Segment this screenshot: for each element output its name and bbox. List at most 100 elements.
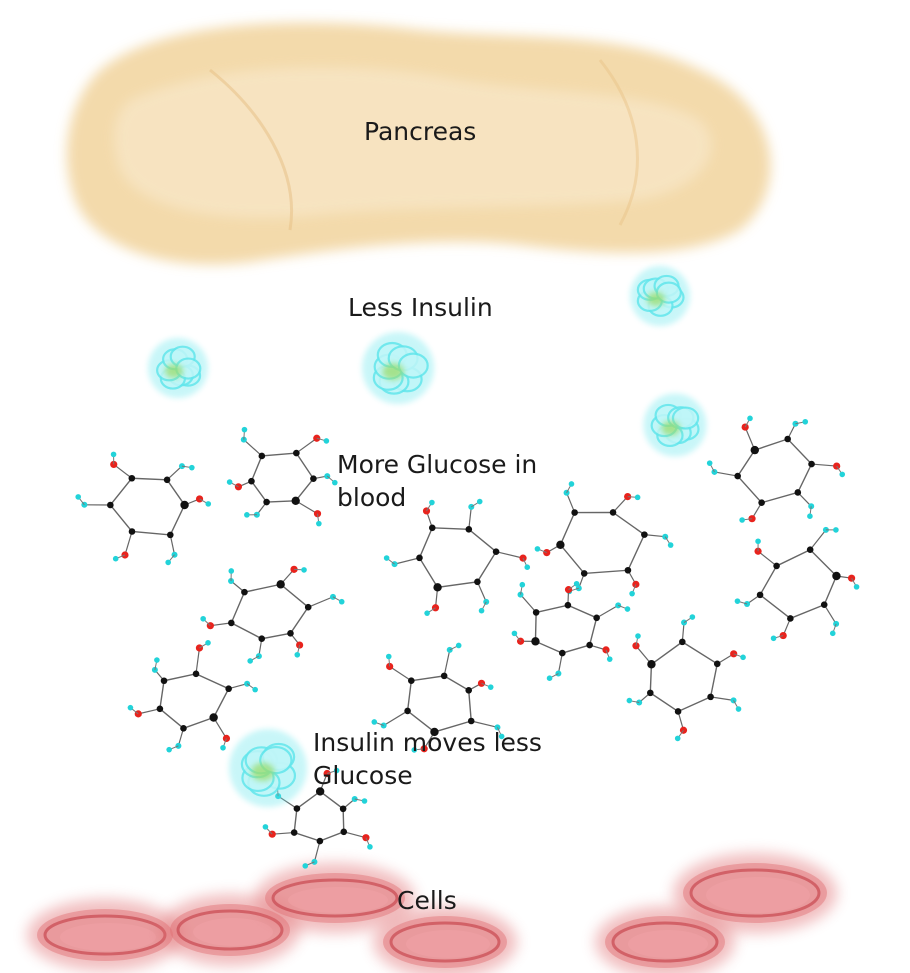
carbon-atom (404, 707, 411, 715)
hydrogen-atom (241, 426, 248, 433)
glucose-bond (757, 550, 777, 567)
hydrogen-atom (739, 517, 745, 523)
carbon-atom (467, 717, 475, 725)
red-blood-cell-icon (373, 906, 517, 973)
carbon-atom (820, 601, 828, 609)
oxygen-atom (195, 644, 204, 652)
hydrogen-atom (740, 654, 746, 661)
cell-rim (389, 921, 501, 963)
glucose-bond (272, 831, 295, 835)
hydrogen-atom (568, 481, 575, 487)
carbon-atom (571, 509, 578, 516)
insulin-molecule-icon (229, 729, 307, 807)
glucose-molecule-icon (200, 565, 345, 664)
carbon-atom (209, 713, 218, 722)
carbon-atom (304, 603, 312, 611)
hydrogen-atom (411, 747, 418, 753)
insulin-core (661, 420, 681, 436)
glucose-bond (596, 604, 619, 619)
glucose-molecule-icon (511, 580, 631, 681)
carbon-atom (784, 435, 791, 443)
carbon-atom (593, 614, 600, 622)
hydrogen-atom (383, 555, 390, 561)
carbon-atom (559, 649, 566, 657)
hydrogen-atom (853, 584, 860, 590)
cell-rim (271, 878, 399, 918)
hydrogen-atom (755, 538, 761, 545)
hydrogen-atom (332, 479, 338, 486)
carbon-atom (465, 526, 473, 533)
carbon-atom (647, 660, 656, 669)
insulin-group (148, 266, 707, 807)
hydrogen-atom (302, 863, 309, 869)
carbon-atom (408, 677, 415, 684)
carbon-atom (832, 571, 841, 581)
glucose-ring (159, 673, 230, 730)
hydrogen-atom (228, 568, 235, 574)
red-blood-cell-icon (595, 906, 735, 973)
glucose-bond (243, 439, 263, 457)
glucose-bond (714, 471, 738, 477)
hydrogen-atom (112, 555, 119, 562)
cell-center (193, 918, 273, 946)
hydrogen-atom (323, 438, 330, 444)
hydrogen-atom (735, 706, 742, 712)
hydrogen-atom (476, 498, 483, 505)
more-glucose-label-line2: blood (337, 483, 407, 512)
carbon-atom (107, 501, 114, 509)
hydrogen-atom (424, 610, 430, 616)
hydrogen-atom (487, 684, 494, 690)
hydrogen-atom (534, 546, 541, 552)
hydrogen-atom (205, 501, 212, 507)
hydrogen-atom (635, 633, 641, 639)
red-blood-cell-icon (255, 863, 415, 933)
carbon-atom (128, 528, 136, 535)
glucose-bond (383, 710, 408, 726)
carbon-atom (293, 805, 301, 812)
hydrogen-atom (367, 844, 373, 850)
glucose-bond (295, 437, 318, 454)
insulin-molecule-icon (362, 332, 434, 404)
glucose-bond (394, 557, 420, 565)
carbon-atom (430, 727, 439, 737)
hydrogen-atom (154, 657, 160, 663)
hydrogen-atom (333, 767, 340, 774)
insulin-core (251, 762, 275, 782)
carbon-atom (339, 805, 347, 813)
carbon-atom (556, 540, 565, 549)
carbon-atom (756, 591, 764, 599)
carbon-atom (241, 588, 248, 596)
insulin-molecule-icon (148, 338, 208, 398)
glucose-bond (520, 594, 537, 613)
carbon-atom (773, 562, 780, 570)
insulin-lobe (671, 406, 700, 430)
hydrogen-atom (478, 607, 485, 614)
carbon-atom (474, 578, 481, 586)
carbon-atom (180, 725, 187, 732)
glucose-bond (557, 652, 563, 674)
hydrogen-atom (361, 798, 368, 804)
glucose-molecule-icon (706, 415, 846, 523)
carbon-atom (734, 472, 741, 480)
carbon-atom (160, 677, 168, 685)
cell-center (60, 923, 156, 951)
insulin-core (165, 364, 183, 378)
glucose-molecule-icon (734, 526, 860, 642)
hydrogen-atom (165, 559, 171, 566)
hydrogen-atom (829, 630, 836, 637)
glucose-molecule-icon (75, 451, 212, 566)
hydrogen-atom (706, 460, 713, 466)
carbon-atom (225, 685, 232, 693)
glucose-ring (250, 452, 315, 503)
glucose-bond (295, 500, 318, 515)
hydrogen-atom (674, 735, 681, 742)
less-insulin-label: Less Insulin (348, 293, 493, 322)
oxygen-atom (632, 580, 640, 588)
glucose-bond (195, 647, 201, 674)
hydrogen-atom (634, 494, 641, 501)
carbon-atom (750, 445, 759, 455)
carbon-atom (707, 693, 714, 701)
hydrogen-atom (247, 658, 253, 664)
